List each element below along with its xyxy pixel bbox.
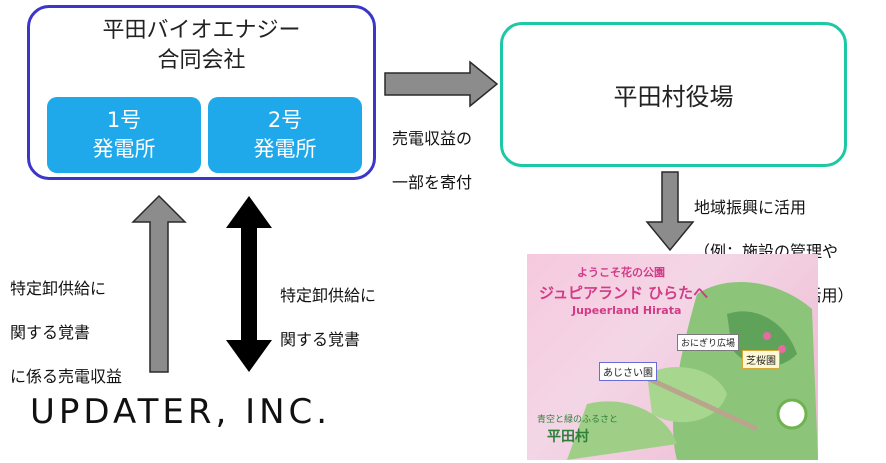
- map-spot-shibazakura: 芝桜園: [742, 350, 780, 369]
- updater-logo-text: UPDATER, INC.: [30, 392, 332, 432]
- memo-revenue-line2: 関する覚書: [10, 323, 91, 342]
- memo-revenue-line3: に係る売電収益: [10, 367, 123, 386]
- usage-arrow: [645, 171, 695, 252]
- company-name: 平田バイオエナジー 合同会社: [30, 16, 373, 76]
- donation-label-line1: 売電収益の: [392, 129, 473, 148]
- revenue-arrow: [131, 194, 187, 373]
- memo-revenue-label: 特定卸供給に 関する覚書 に係る売電収益: [10, 256, 122, 410]
- map-spot-onigiri: おにぎり広場: [677, 334, 740, 351]
- donation-label-line2: 一部を寄付: [392, 173, 473, 192]
- village-office-label: 平田村役場: [613, 83, 734, 111]
- memo-label-line2: 関する覚書: [280, 330, 361, 349]
- plant-2-box: 2号 発電所: [208, 97, 362, 173]
- plant-2-number: 2号: [267, 108, 303, 132]
- plant-1-label: 発電所: [92, 137, 156, 161]
- map-park-name-en: Jupeerland Hirata: [572, 304, 682, 317]
- company-name-line2: 合同会社: [157, 48, 246, 73]
- village-office-box: 平田村役場: [500, 22, 847, 167]
- updater-logo: UPDATER, INC.: [30, 392, 331, 432]
- memo-label-line1: 特定卸供給に: [280, 286, 377, 305]
- map-spot-ajisai: あじさい園: [599, 362, 657, 381]
- map-village-name: 平田村: [547, 429, 589, 445]
- memo-double-arrow: [226, 196, 272, 372]
- company-box: 平田バイオエナジー 合同会社 1号 発電所 2号 発電所: [27, 5, 376, 180]
- memo-revenue-line1: 特定卸供給に: [10, 279, 107, 298]
- plant-2-label: 発電所: [253, 137, 317, 161]
- plant-1-box: 1号 発電所: [47, 97, 201, 173]
- map-park-name-jp: ジュピアランド ひらたへ: [539, 284, 709, 302]
- donation-label: 売電収益の 一部を寄付: [392, 106, 472, 216]
- company-name-line1: 平田バイオエナジー: [102, 18, 301, 43]
- memo-label: 特定卸供給に 関する覚書: [280, 263, 376, 373]
- park-map-image: ようこそ花の公園 ジュピアランド ひらたへ Jupeerland Hirata …: [527, 254, 818, 460]
- usage-label-line1: 地域振興に活用: [694, 198, 807, 217]
- map-slogan: 青空と緑のふるさと: [537, 415, 619, 425]
- plant-1-number: 1号: [106, 108, 142, 132]
- donation-arrow: [384, 60, 499, 108]
- map-welcome: ようこそ花の公園: [577, 266, 665, 279]
